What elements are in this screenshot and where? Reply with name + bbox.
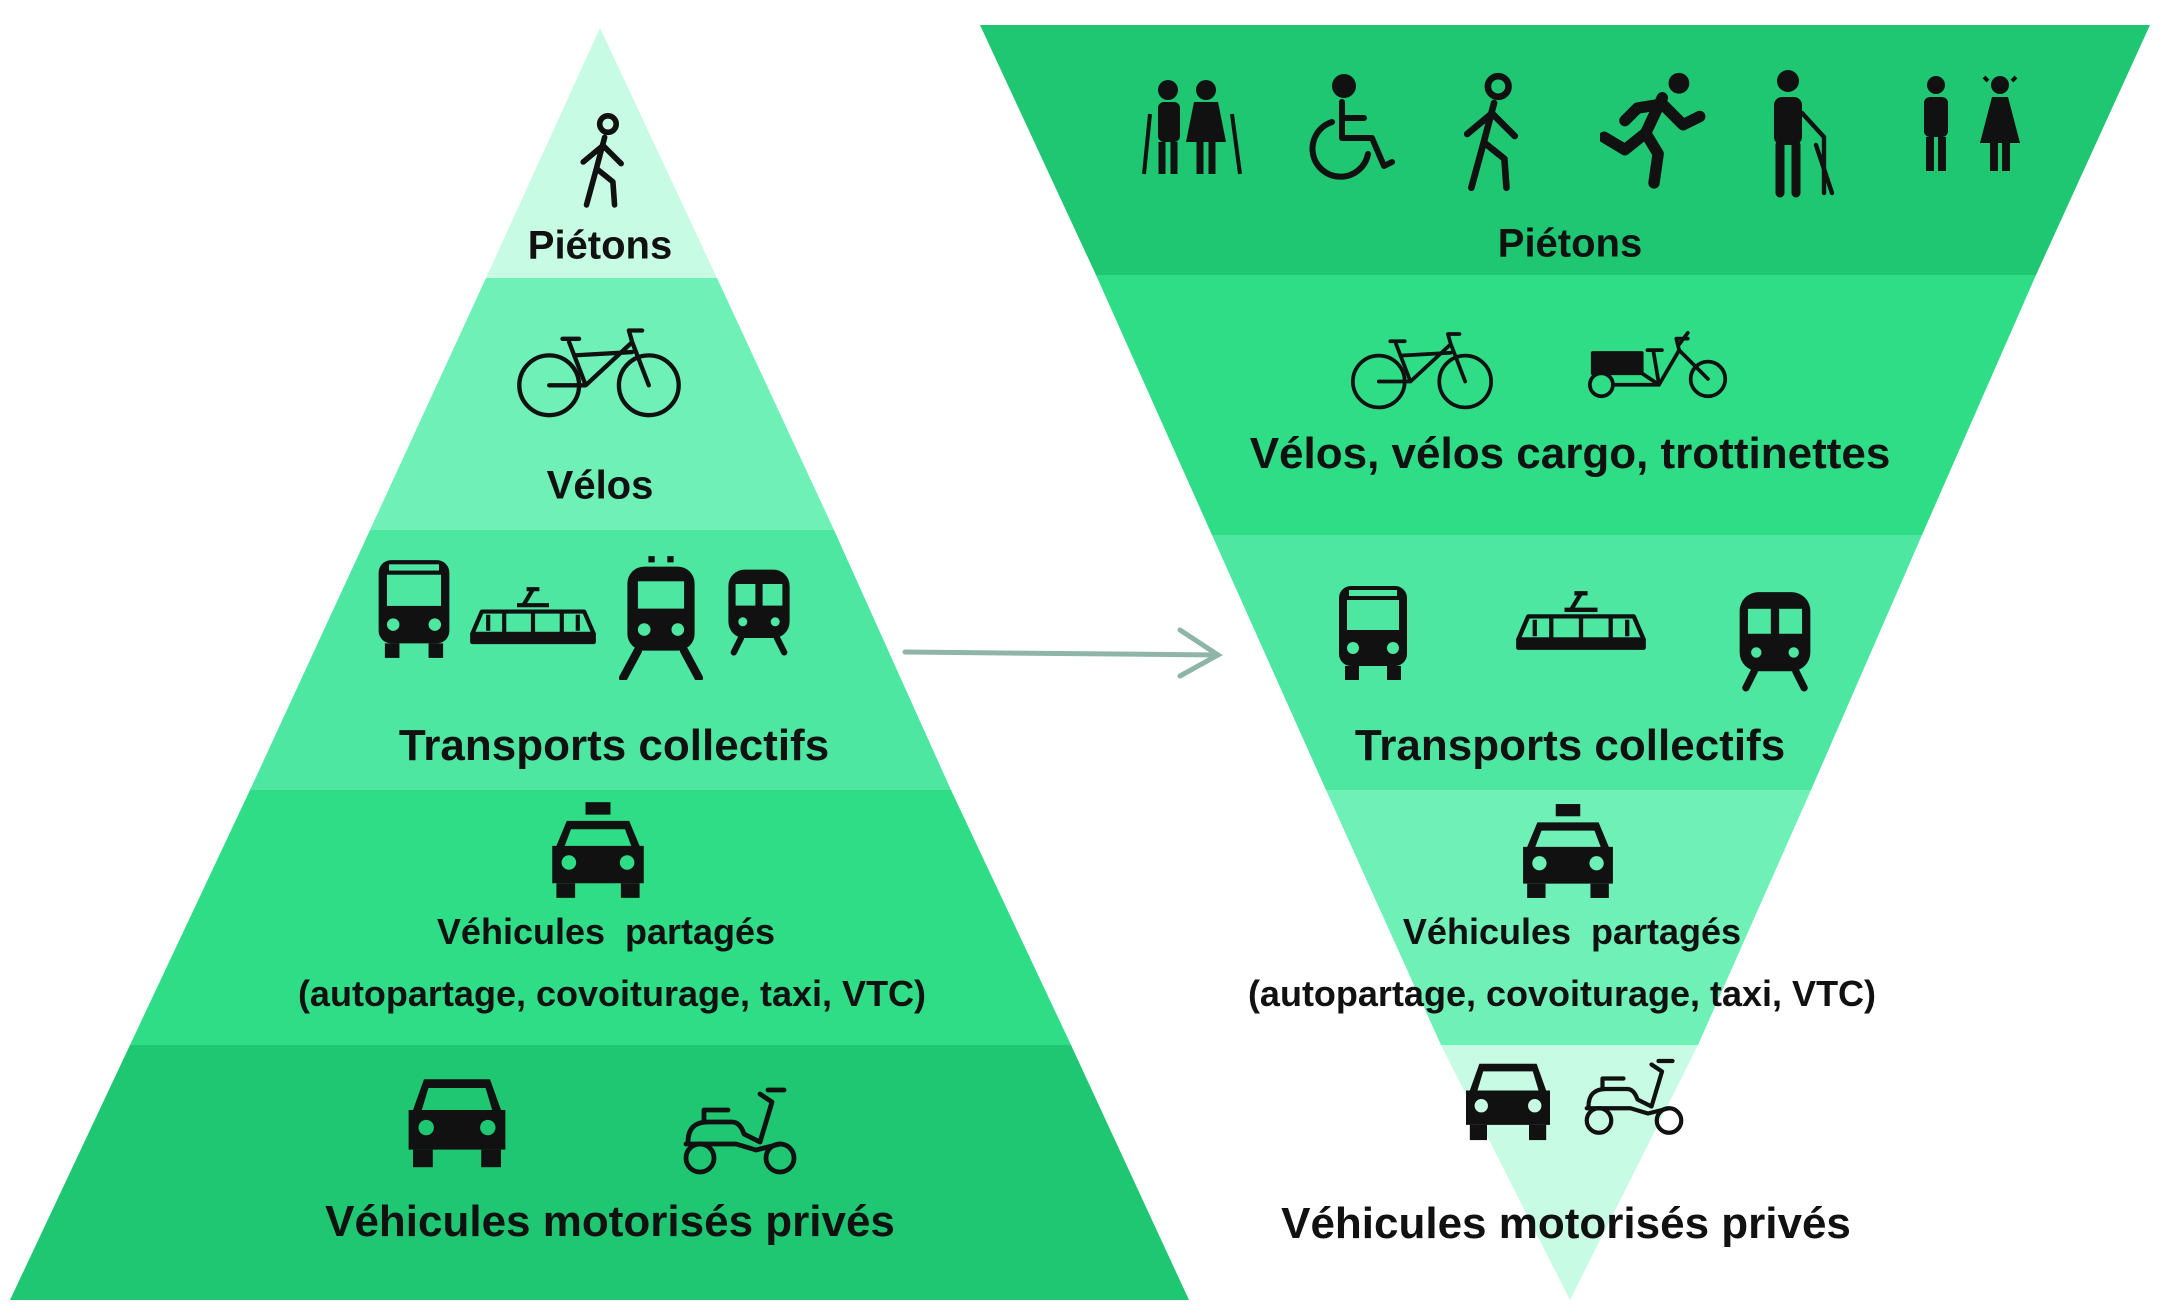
inverted-label-partages: Véhicules partagés xyxy=(1402,911,1742,952)
wheelchair-icon xyxy=(1309,74,1395,180)
tram-icon xyxy=(470,587,596,645)
walking-person-icon xyxy=(580,112,624,208)
metro-icon xyxy=(728,569,790,656)
car-icon xyxy=(408,1079,506,1168)
inverted-tier-partages xyxy=(1326,790,1811,1045)
inverted-sublabel-partages: (autopartage, covoiturage, taxi, VTC) xyxy=(1247,973,1877,1014)
pyramid-tier-partages xyxy=(130,790,1071,1045)
inverted-label-pietons: Piétons xyxy=(1497,221,1643,266)
taxi-icon xyxy=(1523,804,1613,898)
bus-icon xyxy=(1339,586,1407,680)
pyramid-label-velos: Vélos xyxy=(546,463,654,508)
bicycle-icon xyxy=(1351,332,1493,410)
tram-icon xyxy=(1516,591,1646,650)
pyramid-label-prives: Véhicules motorisés privés xyxy=(325,1197,895,1246)
inverted-label-transports: Transports collectifs xyxy=(1354,721,1786,770)
pyramid-label-transports: Transports collectifs xyxy=(398,721,830,770)
inverted-label-prives: Véhicules motorisés privés xyxy=(1281,1199,1851,1248)
elderly-couple-icon xyxy=(1142,80,1242,175)
pyramid-tier-prives xyxy=(10,1045,1189,1300)
scooter-icon xyxy=(1584,1058,1684,1135)
train-icon xyxy=(619,556,703,680)
scooter-icon xyxy=(683,1087,797,1175)
bus-icon xyxy=(378,560,450,658)
inverted-label-velos: Vélos, vélos cargo, trottinettes xyxy=(1249,429,1891,478)
pyramid-label-partages: Véhicules partagés xyxy=(436,911,776,952)
runner-icon xyxy=(1600,72,1706,189)
children-icon xyxy=(1924,75,2020,171)
pyramid-sublabel-partages: (autopartage, covoiturage, taxi, VTC) xyxy=(297,973,927,1014)
walking-person-icon xyxy=(1463,72,1519,192)
bicycle-icon xyxy=(517,328,681,418)
person-with-walker-icon xyxy=(1774,70,1835,198)
inverted-tier-pietons xyxy=(980,25,2150,275)
pyramid-label-pietons: Piétons xyxy=(527,223,673,268)
metro-icon xyxy=(1739,592,1811,692)
car-icon xyxy=(1466,1063,1550,1141)
pyramid-tier-velos xyxy=(370,278,834,530)
cargo-bike-icon xyxy=(1588,331,1728,399)
taxi-icon xyxy=(552,802,644,898)
transition-arrow xyxy=(902,627,1223,679)
inverted-tier-velos xyxy=(1096,275,2036,535)
